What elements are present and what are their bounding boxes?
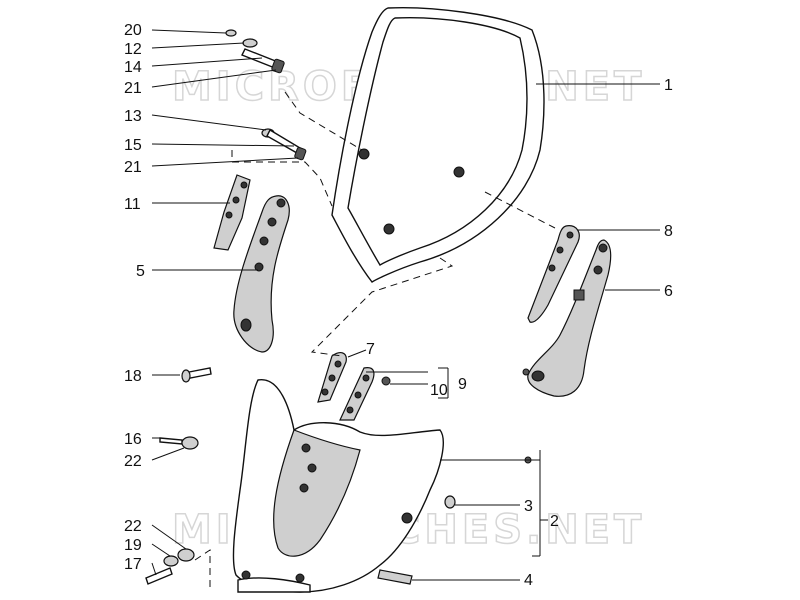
callout-21: 21	[124, 159, 142, 176]
callout-8: 8	[664, 223, 673, 240]
callout-18: 18	[124, 368, 142, 385]
callout-15: 15	[124, 137, 142, 154]
callout-16: 16	[124, 431, 142, 448]
right-support-arm	[527, 239, 612, 397]
misc-hardware	[145, 367, 532, 585]
callout-19: 19	[124, 537, 142, 554]
callout-3: 3	[524, 498, 533, 515]
callout-13: 13	[124, 108, 142, 125]
front-fairing-part	[232, 379, 444, 593]
windshield-hole-icon	[383, 223, 395, 235]
callout-4: 4	[524, 572, 533, 589]
callout-14: 14	[124, 59, 142, 76]
callout-20: 20	[124, 22, 142, 39]
callout-1: 1	[664, 77, 673, 94]
assembly-dashed-lines	[194, 91, 556, 592]
callout-22: 22	[124, 518, 142, 535]
callout-17: 17	[124, 556, 142, 573]
callout-2: 2	[550, 513, 559, 530]
callout-6: 6	[664, 283, 673, 300]
callout-5: 5	[136, 263, 145, 280]
callout-10: 10	[430, 382, 448, 399]
callout-7: 7	[366, 341, 375, 358]
callout-22: 22	[124, 453, 142, 470]
left-bracket-plate	[213, 174, 251, 251]
windshield-hole-icon	[453, 166, 465, 178]
windshield-hole-icon	[358, 148, 370, 160]
screw-hardware-top	[225, 29, 307, 161]
callout-9: 9	[458, 376, 467, 393]
small-bracket-pair	[317, 352, 375, 421]
callout-11: 11	[124, 196, 141, 213]
callout-12: 12	[124, 41, 142, 58]
right-bracket-plate	[527, 225, 580, 323]
callout-labels: 20 12 14 21 13 15 21 11 5 1 8 6 7 10 9 1…	[124, 22, 673, 589]
leader-lines	[151, 29, 660, 581]
callout-21: 21	[124, 80, 142, 97]
windshield-part	[331, 7, 545, 283]
left-support-arm	[233, 195, 290, 353]
